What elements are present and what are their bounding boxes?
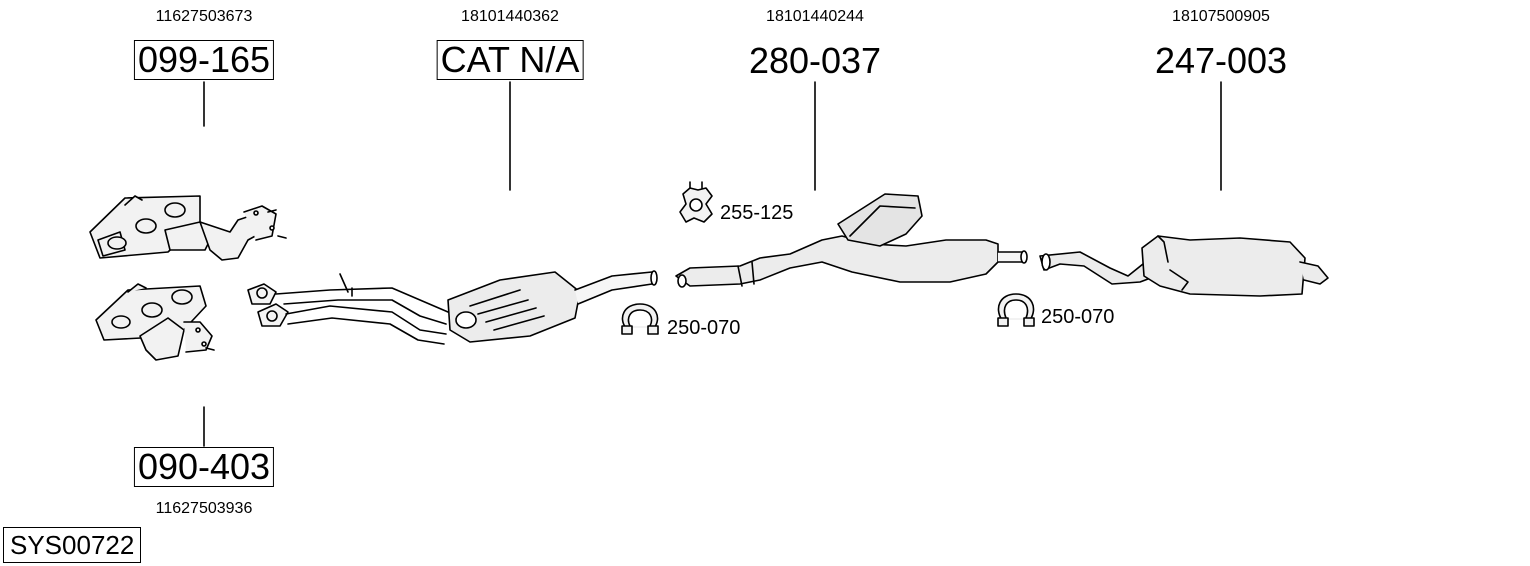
front-pipe[interactable] bbox=[247, 273, 449, 345]
oe-number-catalyst: 18101440362 bbox=[461, 8, 559, 25]
system-code: SYS00722 bbox=[3, 527, 142, 563]
accessory-label-clamp-2[interactable]: 250-070 bbox=[1041, 306, 1115, 328]
rear-silencer[interactable] bbox=[1039, 235, 1329, 297]
exhaust-manifold-rear[interactable] bbox=[95, 283, 215, 361]
oe-number-manifold-front: 11627503673 bbox=[155, 8, 253, 25]
catalytic-converter[interactable] bbox=[447, 270, 658, 343]
part-number-manifold-rear[interactable]: 090-403 bbox=[133, 447, 275, 487]
middle-silencer[interactable] bbox=[675, 193, 1028, 288]
accessory-label-rubber-mount[interactable]: 255-125 bbox=[720, 202, 794, 224]
leader-lines bbox=[203, 81, 1222, 447]
part-number-rear-silencer[interactable]: 247-003 bbox=[1154, 40, 1288, 81]
part-number-catalyst[interactable]: CAT N/A bbox=[436, 40, 584, 80]
accessory-label-clamp-1[interactable]: 250-070 bbox=[667, 317, 741, 339]
pipe-clamp-icon[interactable] bbox=[997, 293, 1035, 327]
rubber-mount-icon[interactable] bbox=[679, 181, 713, 223]
pipe-clamp-icon[interactable] bbox=[621, 303, 659, 335]
oe-number-middle-silencer: 18101440244 bbox=[766, 8, 864, 25]
part-number-middle-silencer[interactable]: 280-037 bbox=[748, 40, 882, 81]
part-number-manifold-front[interactable]: 099-165 bbox=[133, 40, 275, 80]
exhaust-manifold-front[interactable] bbox=[89, 195, 287, 261]
oe-number-manifold-rear: 11627503936 bbox=[155, 500, 253, 517]
oe-number-rear-silencer: 18107500905 bbox=[1172, 8, 1270, 25]
